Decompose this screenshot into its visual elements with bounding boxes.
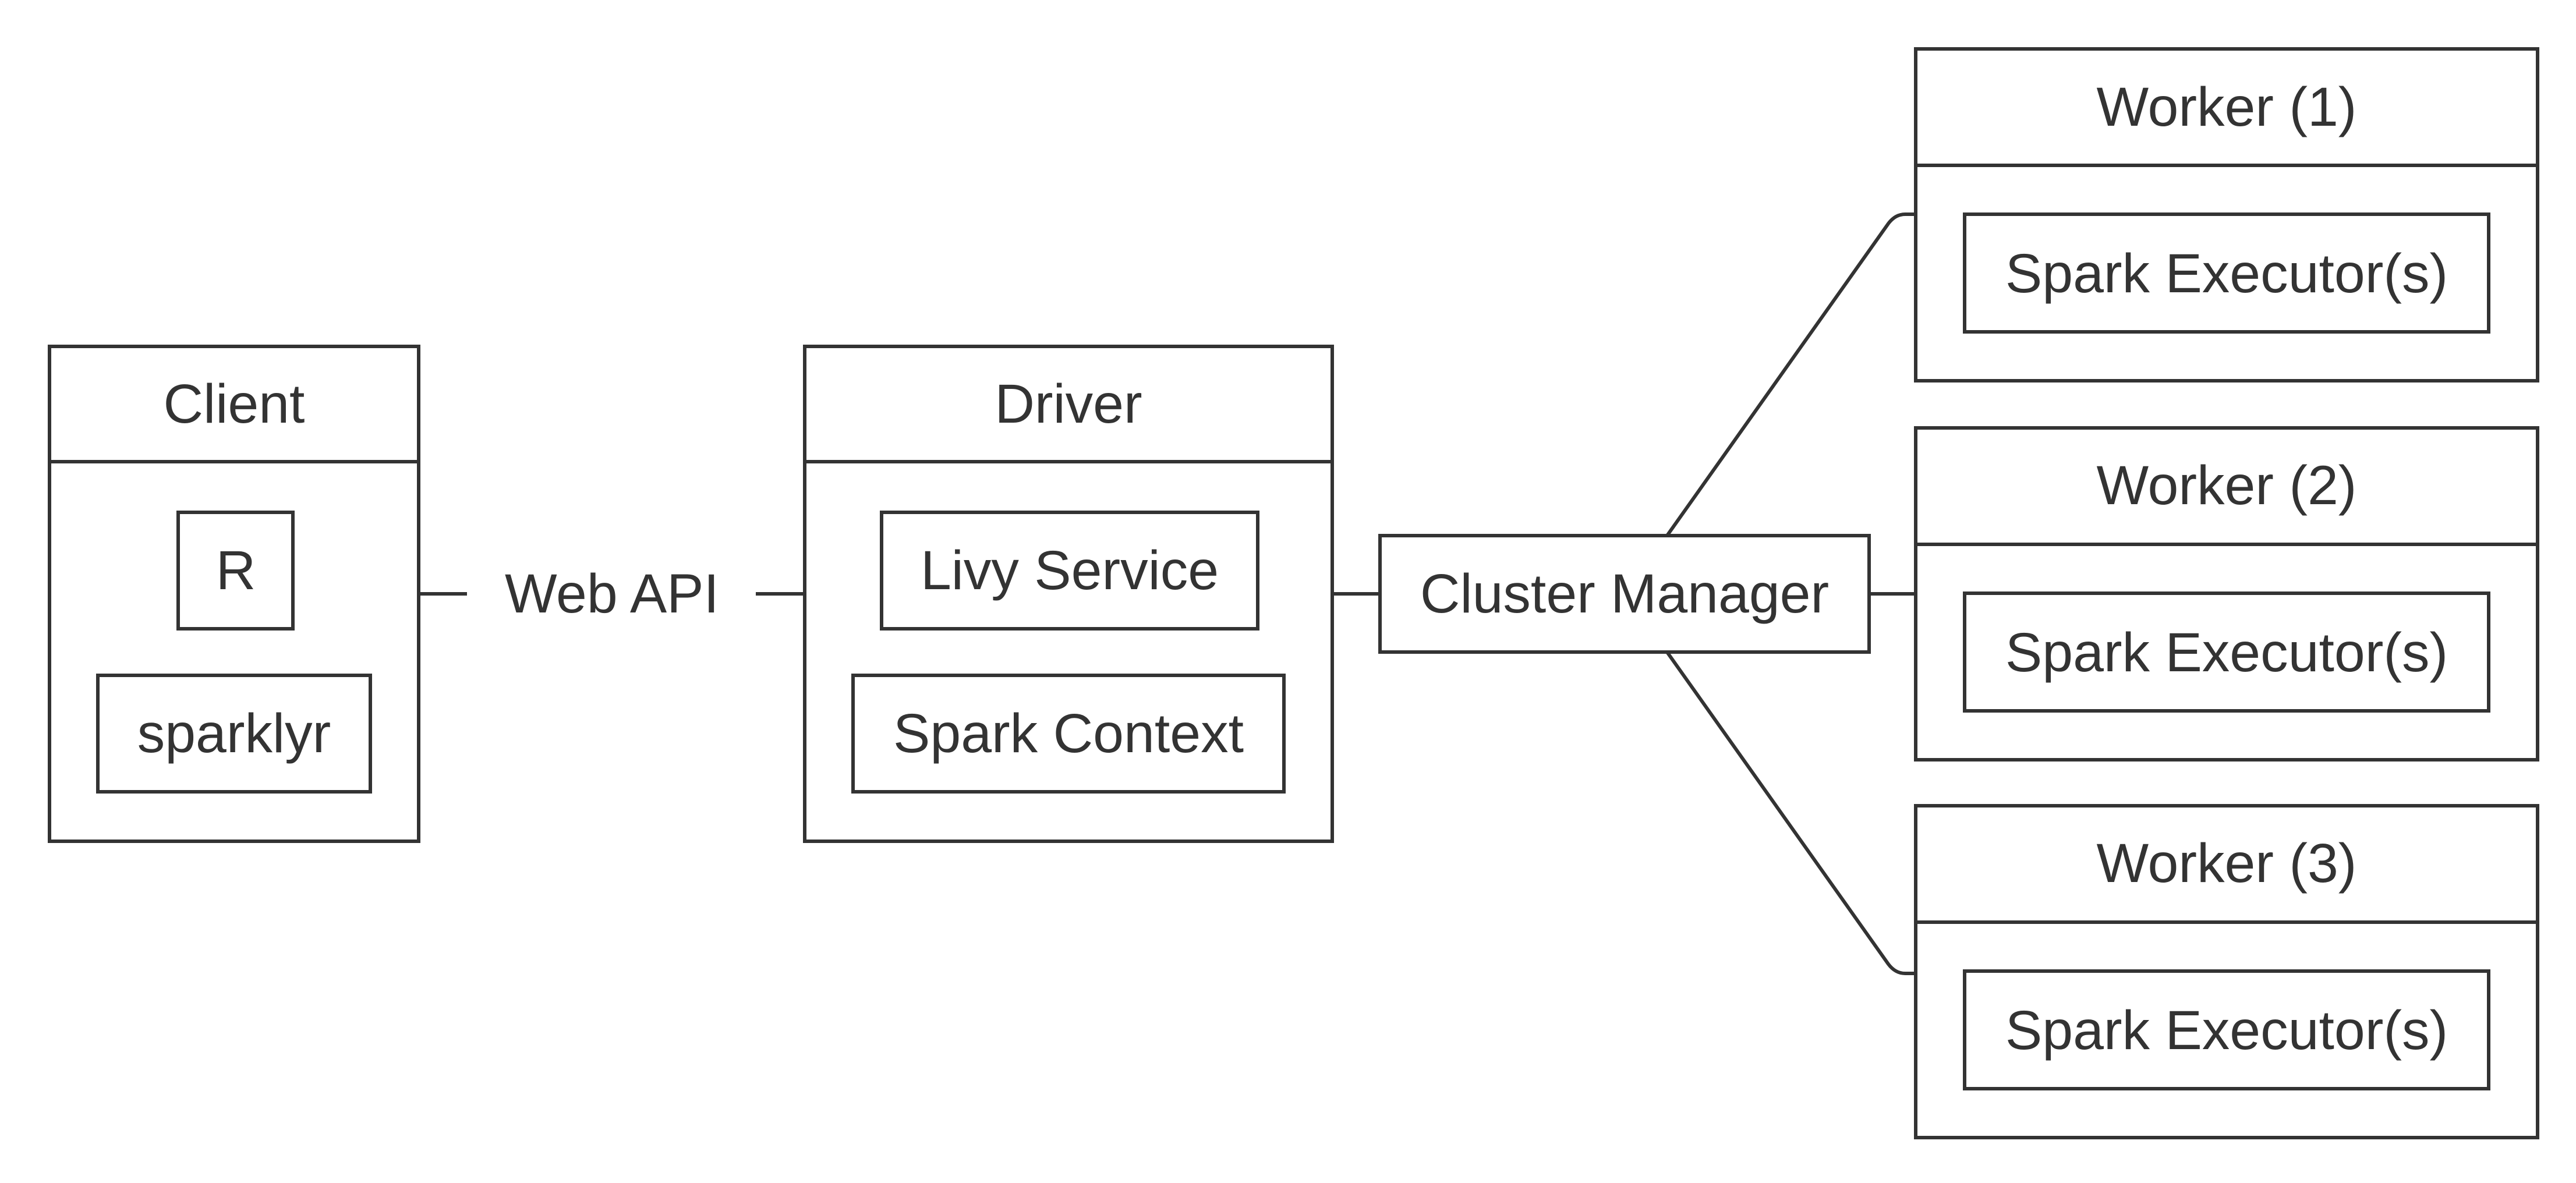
worker-1-box (1914, 47, 2539, 382)
worker-1-executor-label: Spark Executor(s) (2005, 243, 2448, 304)
client-node: Client R sparklyr (48, 345, 420, 843)
worker-3-node: Worker (3) Spark Executor(s) (1914, 804, 2539, 1139)
cluster-manager-node: Cluster Manager (1378, 534, 1871, 654)
r-box (176, 511, 295, 631)
connector-worker-3 (1665, 651, 1916, 975)
sparklyr-label: sparklyr (137, 703, 331, 764)
driver-node: Driver Livy Service Spark Context (803, 345, 1334, 843)
worker-2-executor-box (1963, 592, 2490, 713)
worker-2-executor-label: Spark Executor(s) (2005, 622, 2448, 683)
worker-2-node: Worker (2) Spark Executor(s) (1914, 426, 2539, 761)
worker-2-title: Worker (2) (2097, 455, 2357, 516)
spark-context-box (851, 674, 1286, 794)
livy-service-box (880, 511, 1259, 631)
worker-3-executor-box (1963, 969, 2490, 1090)
worker-3-executor-label: Spark Executor(s) (2005, 1000, 2448, 1061)
worker-1-title: Worker (1) (2097, 76, 2357, 138)
livy-service-label: Livy Service (921, 540, 1219, 601)
web-api-label: Web API (505, 563, 719, 625)
r-label: R (216, 540, 256, 601)
connector-worker-1 (1665, 212, 1916, 537)
driver-title: Driver (995, 373, 1142, 435)
spark-context-label: Spark Context (893, 703, 1244, 764)
worker-1-node: Worker (1) Spark Executor(s) (1914, 47, 2539, 382)
worker-2-box (1914, 426, 2539, 761)
worker-1-executor-box (1963, 212, 2490, 334)
cluster-manager-label: Cluster Manager (1420, 563, 1829, 625)
worker-3-box (1914, 804, 2539, 1139)
worker-3-title: Worker (3) (2097, 833, 2357, 894)
sparklyr-box (96, 674, 372, 794)
client-title: Client (164, 373, 305, 435)
